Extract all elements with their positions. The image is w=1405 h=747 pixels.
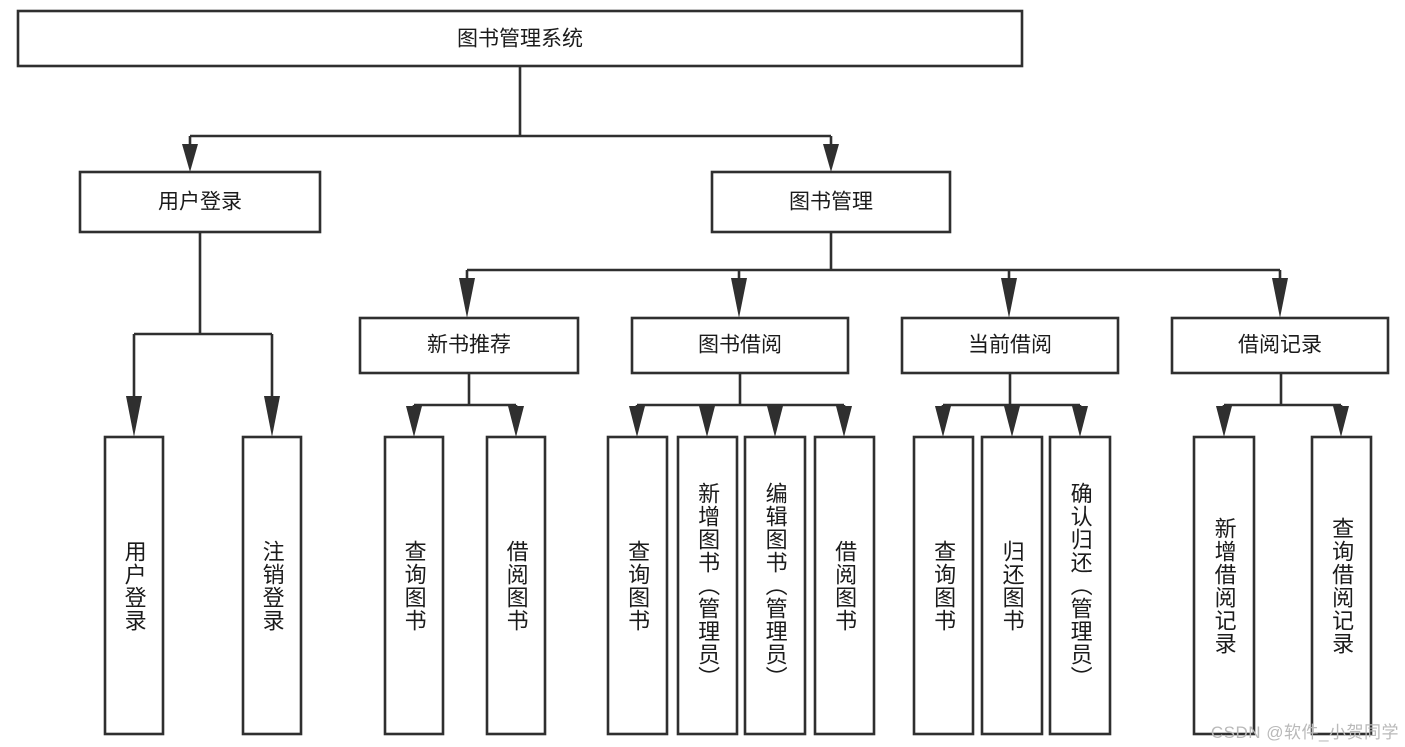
node-borrow-record[interactable]: 借阅记录 — [1170, 316, 1390, 375]
edge-group-new-book-recommend — [406, 373, 524, 437]
leaf-query-book-2-box[interactable] — [606, 435, 669, 736]
arrow-bb-to-leaf4 — [836, 406, 852, 437]
node-new-book-recommend-label: 新书推荐 — [427, 334, 511, 357]
node-root-box[interactable] — [16, 9, 1024, 68]
csdn-watermark: CSDN @软件_小贺同学 — [1210, 723, 1399, 742]
node-root[interactable]: 图书管理系统 — [16, 9, 1024, 68]
edge-group-book-manage — [459, 232, 1288, 318]
node-book-borrow[interactable]: 图书借阅 — [630, 316, 850, 375]
arrow-ul-to-leaf1 — [126, 396, 142, 437]
leaf-return-book-box[interactable] — [980, 435, 1044, 736]
node-user-login-box[interactable] — [78, 170, 322, 234]
leaf-confirm-return-box[interactable] — [1048, 435, 1112, 736]
node-user-login-label: 用户登录 — [158, 191, 242, 214]
node-new-book-recommend-box[interactable] — [358, 316, 580, 375]
arrow-nbr-to-leaf1 — [406, 406, 422, 437]
leaf-edit-book-box[interactable] — [743, 435, 807, 736]
node-current-borrow-label: 当前借阅 — [968, 334, 1052, 357]
arrow-cb-to-leaf2 — [1004, 406, 1020, 437]
arrow-root-to-book-manage — [823, 144, 839, 172]
edge-group-user-login — [126, 232, 280, 437]
edge-group-current-borrow — [935, 373, 1088, 437]
leaf-add-book-box[interactable] — [676, 435, 739, 736]
node-new-book-recommend[interactable]: 新书推荐 — [358, 316, 580, 375]
arrow-cb-to-leaf1 — [935, 406, 951, 437]
arrow-br-to-leaf2 — [1333, 406, 1349, 437]
node-book-manage[interactable]: 图书管理 — [710, 170, 952, 234]
leaf-borrow-book-1-box[interactable] — [485, 435, 547, 736]
node-root-label: 图书管理系统 — [457, 28, 583, 51]
arrow-nbr-to-leaf2 — [508, 406, 524, 437]
edge-group-borrow-record — [1216, 373, 1349, 437]
arrow-br-to-leaf1 — [1216, 406, 1232, 437]
node-borrow-record-box[interactable] — [1170, 316, 1390, 375]
arrow-bb-to-leaf3 — [767, 406, 783, 437]
leaf-add-borrow-record-box[interactable] — [1192, 435, 1256, 736]
arrow-bm-to-current-borrow — [1001, 278, 1017, 318]
node-user-login[interactable]: 用户登录 — [78, 170, 322, 234]
leaf-borrow-book-2-box[interactable] — [813, 435, 876, 736]
arrow-bm-to-book-borrow — [731, 278, 747, 318]
leaf-logout-login-box[interactable] — [241, 435, 303, 736]
leaf-query-book-3-box[interactable] — [912, 435, 975, 736]
leaf-boxes — [103, 435, 1373, 736]
arrow-bb-to-leaf2 — [699, 406, 715, 437]
arrow-bb-to-leaf1 — [629, 406, 645, 437]
node-book-manage-label: 图书管理 — [789, 191, 873, 214]
node-borrow-record-label: 借阅记录 — [1238, 334, 1322, 357]
edge-group-book-borrow — [629, 373, 852, 437]
arrow-root-to-user-login — [182, 144, 198, 172]
node-current-borrow-box[interactable] — [900, 316, 1120, 375]
node-current-borrow[interactable]: 当前借阅 — [900, 316, 1120, 375]
leaf-query-borrow-record-box[interactable] — [1310, 435, 1373, 736]
arrow-bm-to-borrow-record — [1272, 278, 1288, 318]
leaf-user-login-box[interactable] — [103, 435, 165, 736]
edge-group-root — [182, 66, 839, 172]
leaf-query-book-1-box[interactable] — [383, 435, 445, 736]
arrow-bm-to-new-book — [459, 278, 475, 318]
arrow-cb-to-leaf3 — [1072, 406, 1088, 437]
arrow-ul-to-leaf2 — [264, 396, 280, 437]
node-book-manage-box[interactable] — [710, 170, 952, 234]
node-book-borrow-label: 图书借阅 — [698, 334, 782, 357]
node-book-borrow-box[interactable] — [630, 316, 850, 375]
